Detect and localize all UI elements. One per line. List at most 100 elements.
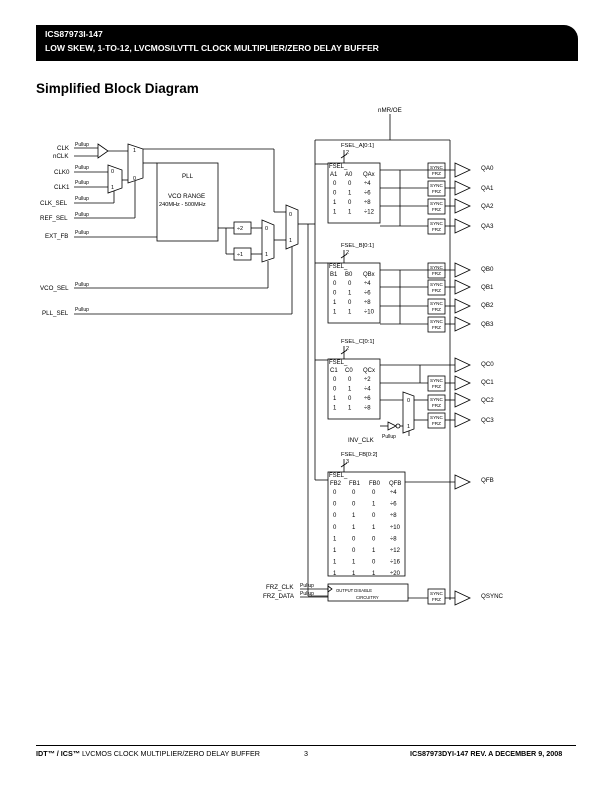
output-qc1: QC1 [481,379,494,386]
pin-frz-clk: FRZ_CLK [266,584,294,591]
output-qa1: QA1 [481,185,494,192]
sync-label: SYNC [430,319,443,324]
mux3-in1: 1 [265,252,268,258]
frz-label: FRZ [432,597,441,602]
pin-clk-sel: CLK_SEL [40,200,68,207]
fsel-a-col-1: A0 [345,172,353,178]
pin-clk1: CLK1 [54,184,70,191]
footer-revision: ICS87973DYI-147 REV. A DECEMBER 9, 2008 [410,749,563,758]
output-disable-line1: OUTPUT DISABLE [336,588,372,593]
fsel-a-cell: 1 [348,191,352,197]
header-part-number: ICS87973I-147 [45,29,103,39]
frz-label: FRZ [432,288,441,293]
fsel-c-cell: ÷4 [364,387,371,393]
fsel-fb-cell: ÷16 [390,560,401,566]
fsel-a-cell: ÷12 [364,210,375,216]
fsel-c-col-2: QCx [363,368,375,374]
pin-frz-data: FRZ_DATA [263,593,295,600]
fsel-fb-cell: 1 [352,571,356,577]
fsel-b-cell: 0 [348,300,352,306]
output-qsync: QSYNC [481,593,504,600]
fsel-b-cell: ÷6 [364,291,371,297]
bus-b-width: 2 [346,250,349,256]
pullup-ref-sel: Pullup [75,212,89,218]
fsel-fb-cell: 0 [333,513,337,519]
div2-label: ÷2 [237,226,243,232]
fsel-fb-col-1: FB1 [349,481,361,487]
sync-label: SYNC [430,265,443,270]
fsel-a-col-0: A1 [330,172,338,178]
fsel-fb-col-3: QFB [389,481,401,487]
fsel-fb-cell: ÷4 [390,490,397,496]
frz-label: FRZ [432,171,441,176]
fsel-c-cell: 1 [348,406,352,412]
mux2-in1: 1 [111,185,114,191]
output-qa2: QA2 [481,203,494,210]
sync-label: SYNC [430,183,443,188]
fsel-b-cell: 0 [333,281,337,287]
fsel-fb-head: FSEL_ [329,473,348,479]
mux4-in0: 0 [289,212,292,218]
output-qa3: QA3 [481,223,494,230]
fsel-fb-cell: ÷8 [390,513,397,519]
mux3-in0: 0 [265,226,268,232]
pin-clk0: CLK0 [54,169,70,176]
pullup-frz-clk: Pullup [300,583,314,589]
page-title: Simplified Block Diagram [36,81,199,96]
fsel-fb-cell: 0 [333,502,337,508]
fsel-b-col-0: B1 [330,272,338,278]
fsel-b-cell: ÷10 [364,310,375,316]
fsel-fb-cell: 0 [352,548,356,554]
fsel-fb-cell: 0 [352,490,356,496]
sync-label: SYNC [430,397,443,402]
frz-label: FRZ [432,207,441,212]
fsel-fb-cell: 1 [352,513,356,519]
frz-label: FRZ [432,384,441,389]
pullup-clk: Pullup [75,142,89,148]
fsel-c-cell: ÷6 [364,396,371,402]
fsel-c-cell: 1 [348,387,352,393]
fsel-fb-cell: 1 [333,536,337,542]
frz-label: FRZ [432,227,441,232]
footer-product: LVCMOS CLOCK MULTIPLIER/ZERO DELAY BUFFE… [81,749,260,758]
frz-label: FRZ [432,403,441,408]
fsel-fb-cell: ÷8 [390,536,397,542]
fsel-a-cell: 1 [333,210,337,216]
fsel-b-cell: 1 [333,300,337,306]
fsel-b-head: FSEL_ [329,264,348,270]
pullup-frz-data: Pullup [300,591,314,597]
fsel-b-cell: ÷8 [364,300,371,306]
bus-fb-width: 3 [346,459,349,465]
fsel-fb-cell: ÷20 [390,571,401,577]
pin-nmr-oe: nMR/OE [378,107,402,114]
fsel-fb-cell: 0 [372,513,376,519]
fsel-c-cell: 0 [348,377,352,383]
fsel-a-cell: ÷6 [364,191,371,197]
sync-label: SYNC [430,221,443,226]
fsel-a-label: FSEL_A[0:1] [341,143,374,149]
fsel-fb-cell: 1 [372,525,376,531]
fsel-fb-cell: 1 [352,525,356,531]
header-description: LOW SKEW, 1-TO-12, LVCMOS/LVTTL CLOCK MU… [45,43,379,53]
pin-nclk: nCLK [53,153,69,160]
sync-label: SYNC [430,201,443,206]
sync-label: SYNC [430,301,443,306]
fsel-a-cell: 1 [333,200,337,206]
sync-label: SYNC [430,415,443,420]
fsel-b-cell: 0 [333,291,337,297]
bus-c-width: 2 [346,346,349,352]
sync-label: SYNC [430,378,443,383]
pullup-inv-clk: Pullup [382,434,396,440]
mux1-in0: 0 [133,176,136,182]
output-qc2: QC2 [481,397,494,404]
fsel-fb-cell: 1 [333,571,337,577]
pullup-pll-sel: Pullup [75,307,89,313]
fsel-c-cell: 0 [333,387,337,393]
fsel-a-cell: 0 [333,191,337,197]
sync-label: SYNC [430,165,443,170]
fsel-a-head: FSEL_ [329,164,348,170]
footer-rule [36,745,576,746]
sync-label: SYNC [430,282,443,287]
frz-label: FRZ [432,307,441,312]
mux5-in0: 0 [407,398,410,404]
